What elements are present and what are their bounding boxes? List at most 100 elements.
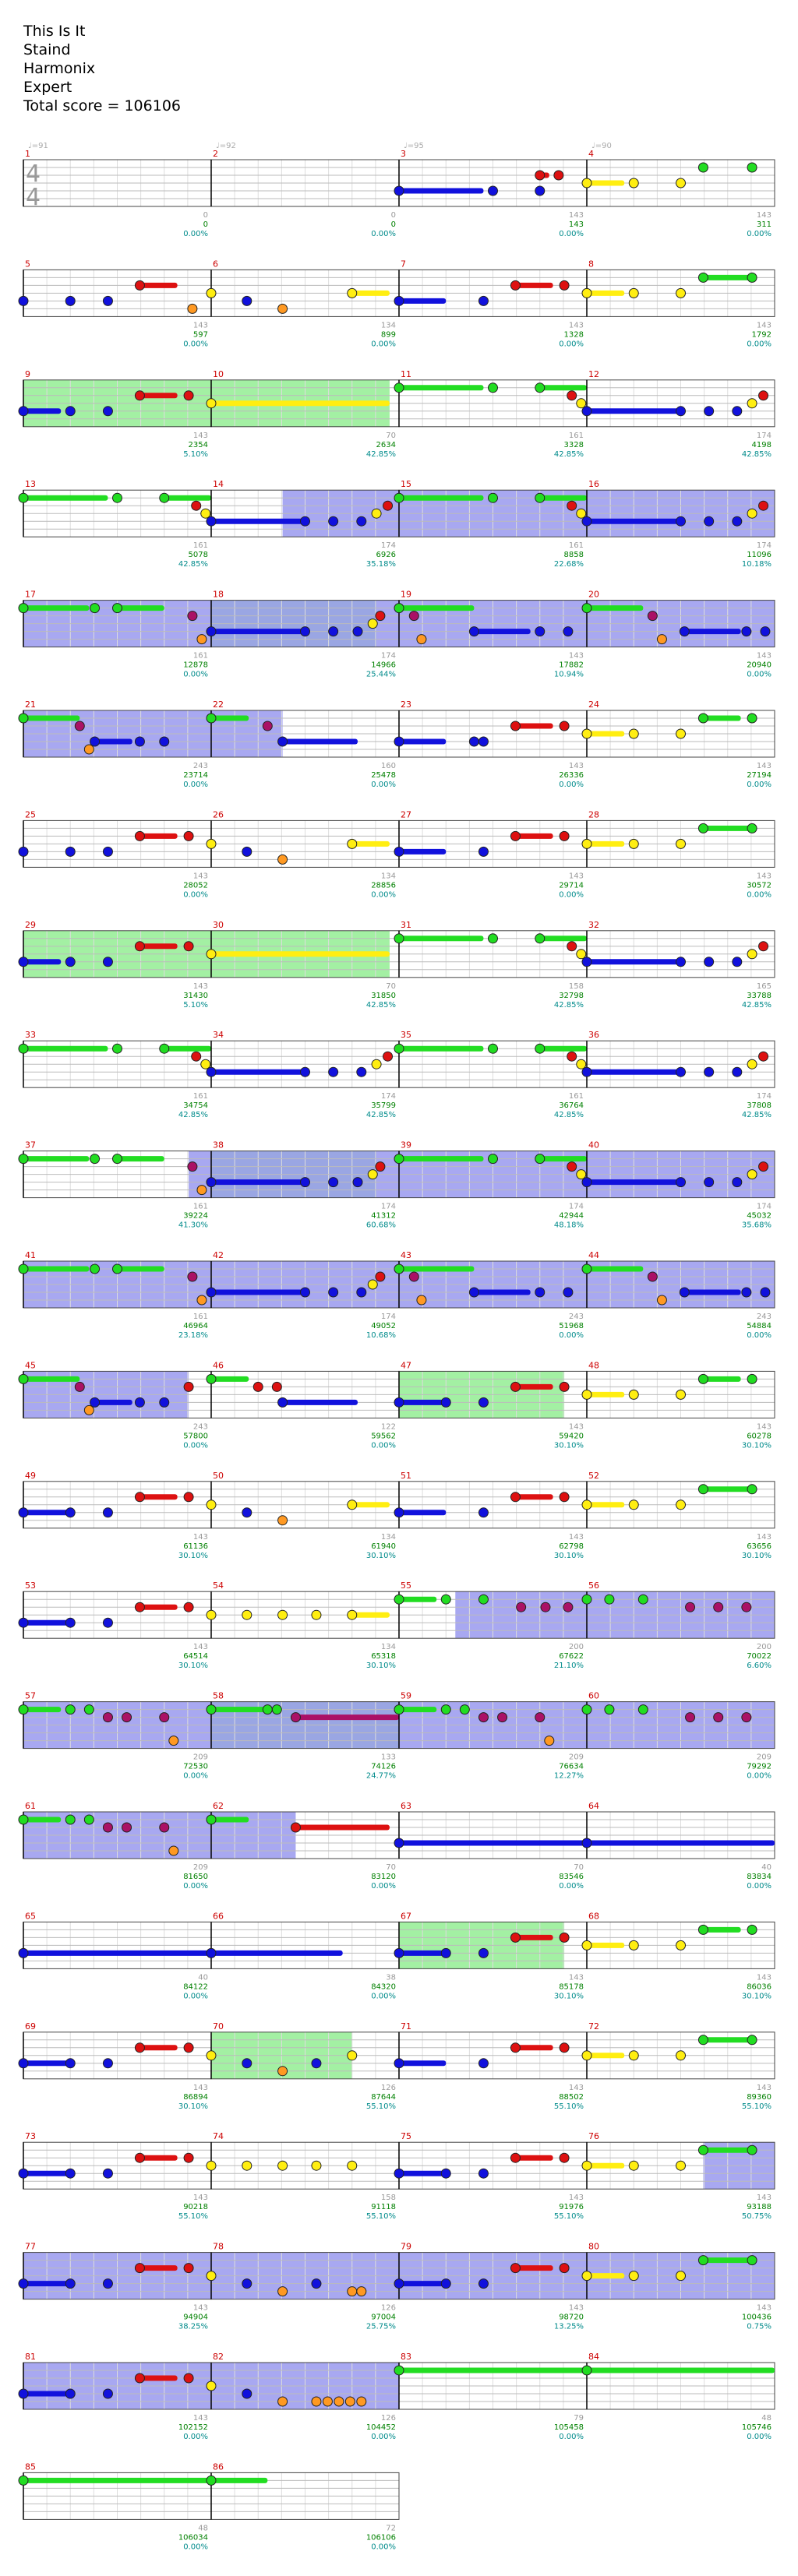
- note-gem: [356, 2396, 367, 2407]
- note-gem: [510, 721, 521, 731]
- note-gem: [242, 295, 252, 306]
- overdrive-percent: 0.00%: [371, 2543, 396, 2551]
- overdrive-percent: 30.10%: [742, 1992, 772, 2000]
- measure-34: [206, 1040, 400, 1088]
- running-score: 899: [381, 330, 396, 339]
- sustain-tail: [399, 1399, 447, 1405]
- measure-score: 143: [569, 2194, 584, 2202]
- measure-score: 143: [193, 321, 208, 329]
- measure-number: 77: [25, 2242, 36, 2252]
- note-gem: [704, 1066, 715, 1077]
- note-gem: [102, 1617, 113, 1628]
- note-gem: [311, 2160, 322, 2171]
- note-gem: [567, 1161, 577, 1172]
- overdrive-percent: 42.85%: [554, 1111, 584, 1119]
- note-gem: [559, 2263, 570, 2274]
- note-gem: [676, 287, 686, 298]
- note-gem: [760, 1287, 771, 1298]
- note-gem: [183, 1381, 194, 1392]
- running-score: 86036: [747, 1982, 772, 1991]
- measure-62: [206, 1811, 400, 1859]
- sustain-tail: [139, 393, 178, 399]
- sustain-tail: [211, 1069, 305, 1075]
- note-gem: [102, 846, 113, 857]
- running-score: 42944: [559, 1212, 584, 1221]
- note-gem: [732, 516, 743, 527]
- sustain-tail: [399, 2367, 587, 2373]
- note-gem: [747, 508, 757, 519]
- measure-number: 76: [588, 2131, 599, 2141]
- overdrive-percent: 55.10%: [742, 2102, 772, 2111]
- note-gem: [352, 1177, 363, 1188]
- sustain-tail: [399, 188, 484, 194]
- note-gem: [183, 2373, 194, 2384]
- note-gem: [581, 1177, 592, 1188]
- running-score: 88502: [559, 2093, 584, 2102]
- sustain-tail: [139, 943, 178, 950]
- note-gem: [676, 1499, 686, 1510]
- overdrive-percent: 30.10%: [178, 1552, 208, 1560]
- note-gem: [535, 626, 546, 637]
- note-gem: [334, 2396, 344, 2407]
- measure-number: 82: [213, 2352, 224, 2362]
- running-score: 100436: [742, 2313, 772, 2322]
- overdrive-percent: 0.00%: [183, 1772, 208, 1781]
- note-gem: [242, 1507, 252, 1518]
- note-gem: [440, 1594, 451, 1605]
- running-score: 86894: [183, 2093, 208, 2102]
- note-gem: [206, 398, 217, 409]
- note-gem: [758, 941, 769, 952]
- overdrive-percent: 42.85%: [366, 1001, 396, 1010]
- overdrive-percent: 0.00%: [747, 1331, 772, 1340]
- measure-score: 143: [193, 872, 208, 880]
- sustain-tail: [399, 298, 447, 304]
- note-gem: [697, 2144, 708, 2155]
- measure-score: 165: [757, 982, 772, 991]
- note-gem: [356, 1066, 367, 1077]
- note-gem: [628, 838, 639, 849]
- note-gem: [394, 2278, 404, 2289]
- measure-60: [581, 1701, 775, 1750]
- measure-57: [18, 1701, 212, 1750]
- running-score: 597: [193, 330, 208, 339]
- note-gem: [271, 1381, 282, 1392]
- overdrive-percent: 0.00%: [747, 890, 772, 899]
- note-gem: [559, 1381, 570, 1392]
- note-gem: [747, 2144, 757, 2155]
- sustain-tail: [684, 629, 741, 635]
- measure-score: 158: [569, 982, 584, 991]
- note-gem: [277, 2286, 288, 2297]
- note-gem: [408, 611, 419, 622]
- note-gem: [134, 2042, 145, 2053]
- measure-21: [18, 710, 212, 758]
- note-gem: [200, 1059, 211, 1070]
- running-score: 5078: [189, 551, 208, 559]
- overdrive-percent: 0.00%: [559, 1882, 584, 1891]
- note-gem: [356, 2286, 367, 2297]
- measure-number: 41: [25, 1250, 36, 1260]
- measure-score: 143: [193, 2304, 208, 2313]
- sustain-tail: [23, 959, 62, 965]
- note-gem: [747, 1059, 757, 1070]
- running-score: 37808: [747, 1101, 772, 1110]
- note-gem: [553, 170, 564, 181]
- overdrive-percent: 0.00%: [747, 1772, 772, 1781]
- note-gem: [18, 2388, 29, 2399]
- measure-51: [394, 1481, 588, 1529]
- running-score: 34754: [183, 1101, 208, 1110]
- measure-38: [206, 1151, 400, 1199]
- note-gem: [196, 1295, 207, 1306]
- measure-number: 39: [401, 1140, 411, 1151]
- measure-number: 60: [588, 1691, 599, 1701]
- running-score: 54884: [747, 1322, 772, 1330]
- note-gem: [394, 736, 404, 747]
- overdrive-percent: 21.10%: [554, 1662, 584, 1670]
- measure-score: 143: [193, 2414, 208, 2423]
- measure-score: 134: [381, 1643, 396, 1651]
- note-gem: [200, 508, 211, 519]
- note-gem: [478, 1507, 489, 1518]
- measure-score: 143: [757, 2194, 772, 2202]
- note-gem: [676, 406, 686, 417]
- sustain-tail: [399, 1950, 447, 1956]
- measure-number: 9: [25, 369, 30, 379]
